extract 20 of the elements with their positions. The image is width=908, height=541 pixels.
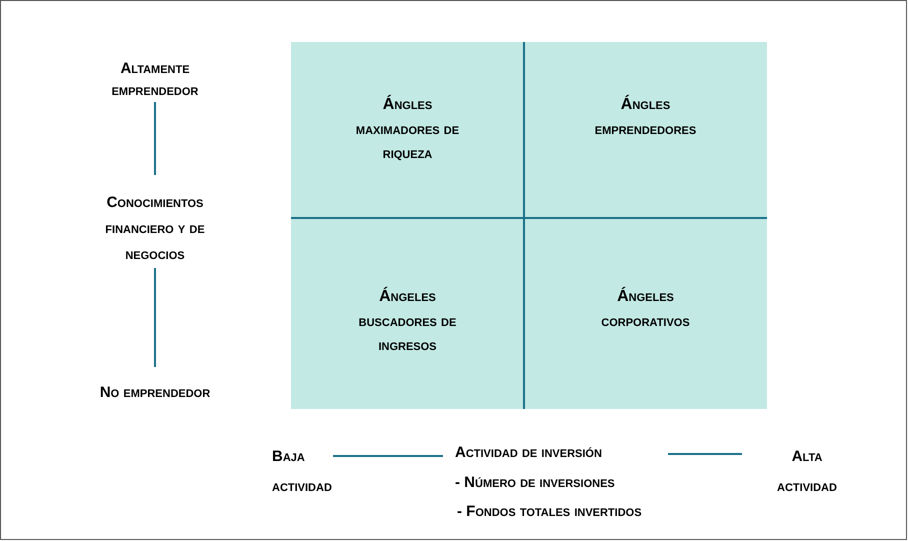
quadrant-box xyxy=(524,42,767,218)
quadrant-title: Ángles xyxy=(382,94,434,115)
axis-label: Baja actividad xyxy=(272,447,332,497)
axis-label: Altamente emprendedor xyxy=(110,59,200,101)
quadrant-box xyxy=(291,218,524,409)
quadrant-title: Ángeles xyxy=(378,286,437,307)
quadrant-title: Ángeles xyxy=(616,286,675,307)
quadrant-text: corporativos xyxy=(600,312,691,332)
quadrant-text: buscadores de ingresos xyxy=(358,312,458,356)
axis-label: Alta actividad xyxy=(776,447,838,497)
quadrant-text: maximadores de riqueza xyxy=(354,120,460,164)
axis-label: No emprendedor xyxy=(98,383,212,403)
quadrant-box xyxy=(291,42,524,218)
quadrant-box xyxy=(524,218,767,409)
quadrant-text: emprendedores xyxy=(594,120,698,140)
axis-label: Actividad de inversión xyxy=(455,443,603,463)
axis-label: - Fondos totales invertidos xyxy=(457,502,643,522)
axis-label: - Número de inversiones xyxy=(455,473,616,493)
quadrant-title: Ángles xyxy=(620,94,672,115)
axis-label: Conocimientos financiero y de negocios xyxy=(104,193,206,265)
